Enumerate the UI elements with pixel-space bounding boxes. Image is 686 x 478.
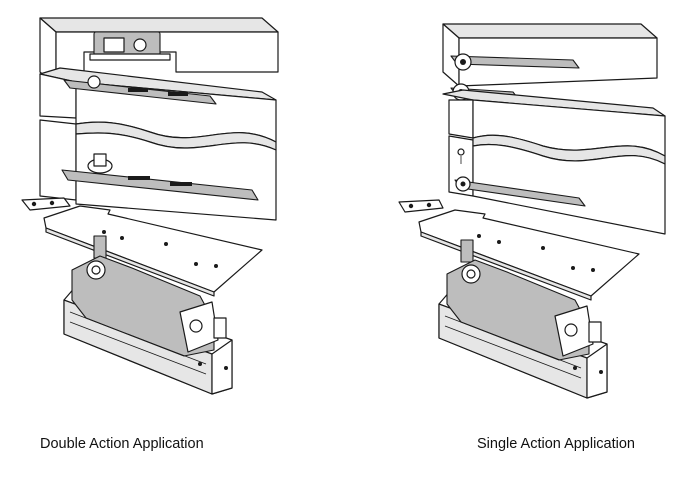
single-action-illustration	[398, 23, 666, 399]
floor-closer	[438, 259, 608, 399]
door-bottom-section	[448, 134, 666, 235]
transom-block	[442, 23, 658, 87]
spindle	[93, 235, 107, 259]
cover-plate	[21, 197, 263, 297]
double-action-illustration	[21, 17, 279, 395]
spindle	[460, 239, 474, 263]
double-action-figure: Double Action Application	[21, 17, 279, 452]
door-bottom-section	[39, 119, 277, 221]
single-action-figure: Single Action Application	[343, 0, 686, 478]
figure-caption: Single Action Application	[477, 436, 635, 452]
floor-closer	[63, 255, 233, 395]
figure-caption: Double Action Application	[40, 436, 204, 452]
door-top-section	[442, 89, 666, 157]
transom-block	[39, 17, 279, 87]
